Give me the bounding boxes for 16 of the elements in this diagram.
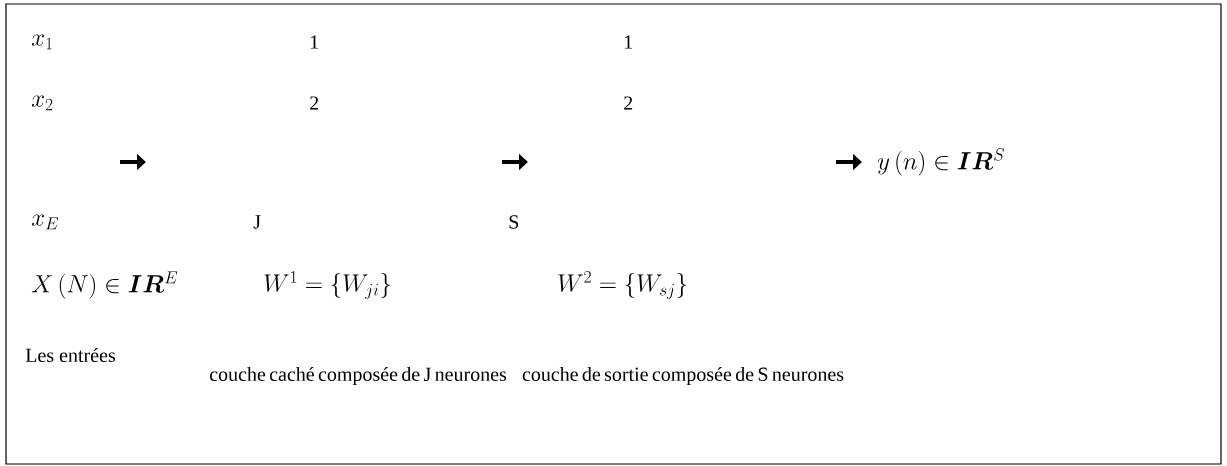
neuron-index: 1 <box>624 35 632 49</box>
output-formula: $y\left(n\right)\in \bm{IR}^{S}$ <box>877 148 1005 176</box>
input-formula: $X\left(N\right)\in \bm{IR}^{E}$ <box>31 271 178 299</box>
weight-formula: $W^{2}=\left\{W_{sj}\right\}$ <box>558 271 687 299</box>
layer-caption: Les entrées <box>25 347 115 363</box>
weight-formula: $W^{1}=\left\{W_{ji}\right\}$ <box>264 271 391 299</box>
layer-caption: couche caché composée de J neurones <box>209 366 507 386</box>
neuron-index: 2 <box>624 96 633 110</box>
neuron-index: J <box>253 215 261 229</box>
input-symbol: $x_{2}$ <box>31 95 53 111</box>
input-symbol: $x_{E}$ <box>31 214 59 230</box>
neuron-index: 2 <box>310 96 319 110</box>
input-symbol: $x_{1}$ <box>31 34 52 50</box>
neuron-index: S <box>509 215 519 229</box>
neuron-index: 1 <box>310 35 318 49</box>
layer-caption: couche de sortie composée de S neurones <box>522 366 844 386</box>
